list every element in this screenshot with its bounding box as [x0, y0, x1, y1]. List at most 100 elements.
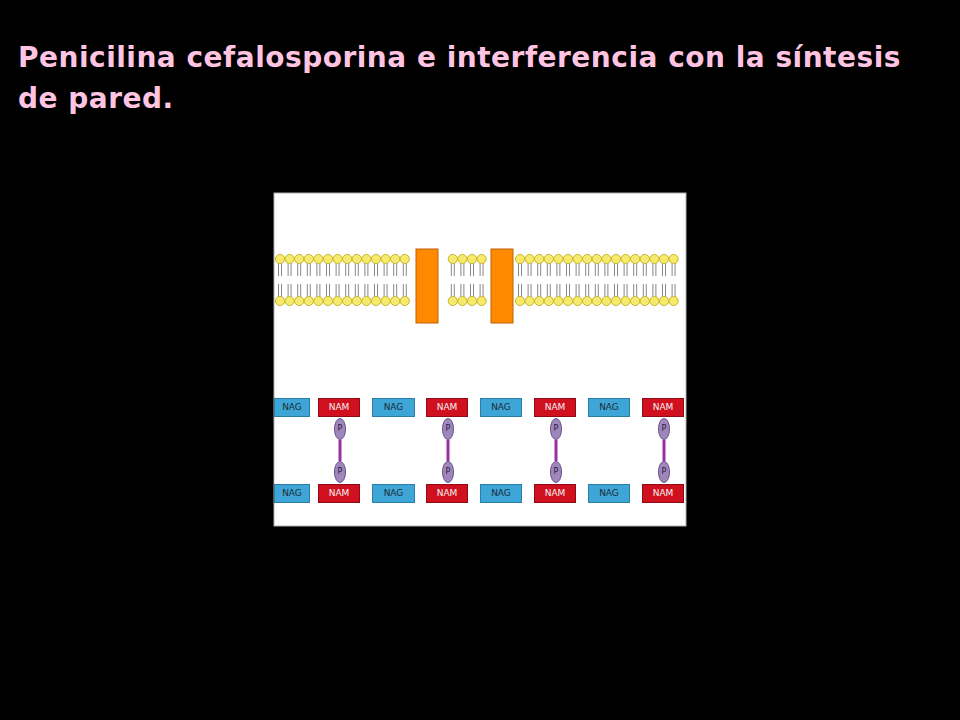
phospholipid [535, 254, 544, 276]
lipid-tail [358, 284, 359, 298]
lipid-head [525, 254, 534, 263]
lipid-tail [531, 262, 532, 276]
node-label: NAG [491, 489, 511, 498]
lipid-tail [483, 284, 484, 298]
node-label: NAM [653, 489, 674, 498]
lipid-head [535, 296, 544, 305]
nam-sugar-box: NAM [426, 484, 468, 503]
lipid-tail [403, 284, 404, 298]
lipid-tail [367, 262, 368, 276]
lipid-tail [307, 284, 308, 298]
phospholipid [304, 254, 313, 276]
lipid-tail [652, 262, 653, 276]
lipid-head [669, 254, 678, 263]
phospholipid [563, 284, 572, 306]
node-label: NAG [384, 403, 404, 412]
lipid-tail [588, 262, 589, 276]
lipid-head [631, 296, 640, 305]
peptide-bridge: P [550, 461, 562, 483]
peptide-bridge: P [658, 461, 670, 483]
lipid-tail [556, 284, 557, 298]
phospholipid [640, 284, 649, 306]
lipid-tail [662, 284, 663, 298]
lipid-tail [345, 262, 346, 276]
lipid-head [343, 296, 352, 305]
phospholipid [371, 254, 380, 276]
phospholipid [352, 284, 361, 306]
peptide-crosslink [555, 440, 558, 461]
node-label: P [338, 425, 343, 433]
lipid-head [535, 254, 544, 263]
lipid-tail [355, 284, 356, 298]
phospholipid [650, 254, 659, 276]
lipid-tail [364, 262, 365, 276]
lipid-tail [329, 284, 330, 298]
phospholipid [314, 284, 323, 306]
lipid-head [515, 254, 524, 263]
lipid-tail [454, 262, 455, 276]
lipid-head [515, 296, 524, 305]
lipid-tail [528, 262, 529, 276]
lipid-head [583, 254, 592, 263]
lipid-head [371, 296, 380, 305]
lipid-head [544, 296, 553, 305]
phospholipid [592, 284, 601, 306]
lipid-tail [326, 262, 327, 276]
lipid-tail [396, 262, 397, 276]
lipid-tail [336, 284, 337, 298]
lipid-tail [607, 284, 608, 298]
lipid-bilayer [275, 254, 678, 305]
lipid-tail [316, 262, 317, 276]
lipid-tail [617, 284, 618, 298]
lipid-head [352, 254, 361, 263]
lipid-head [650, 254, 659, 263]
phospholipid [631, 254, 640, 276]
lipid-tail [550, 262, 551, 276]
lipid-tail [655, 284, 656, 298]
phospholipid [631, 284, 640, 306]
lipid-head [640, 254, 649, 263]
phospholipid [285, 284, 294, 306]
lipid-tail [607, 262, 608, 276]
lipid-head [391, 254, 400, 263]
phospholipid [458, 284, 467, 306]
lipid-head [477, 254, 486, 263]
phospholipid [362, 284, 371, 306]
lipid-tail [278, 262, 279, 276]
lipid-tail [537, 284, 538, 298]
lipid-tail [588, 284, 589, 298]
lipid-tail [310, 284, 311, 298]
lipid-tail [646, 284, 647, 298]
lipid-tail [655, 262, 656, 276]
phospholipid [659, 254, 668, 276]
lipid-tail [540, 284, 541, 298]
lipid-tail [633, 284, 634, 298]
lipid-head [295, 296, 304, 305]
lipid-head [458, 254, 467, 263]
nam-sugar-box: NAM [426, 398, 468, 417]
peptide-oval-shape [443, 462, 454, 483]
lipid-tail [624, 284, 625, 298]
lipid-tail [566, 284, 567, 298]
lipid-head [381, 254, 390, 263]
lipid-tail [547, 284, 548, 298]
lipid-tail [556, 262, 557, 276]
lipid-tail [291, 284, 292, 298]
lipid-tail [288, 284, 289, 298]
lipid-head [314, 254, 323, 263]
lipid-tail [470, 262, 471, 276]
lipid-head [621, 254, 630, 263]
node-label: NAG [384, 489, 404, 498]
lipid-head [659, 296, 668, 305]
white-panel [274, 193, 686, 526]
lipid-tail [547, 262, 548, 276]
lipid-head [323, 254, 332, 263]
lipid-tail [646, 262, 647, 276]
lipid-head [592, 254, 601, 263]
phospholipid [371, 284, 380, 306]
node-label: NAM [329, 403, 350, 412]
lipid-tail [387, 262, 388, 276]
lipid-tail [406, 262, 407, 276]
lipid-tail [339, 262, 340, 276]
